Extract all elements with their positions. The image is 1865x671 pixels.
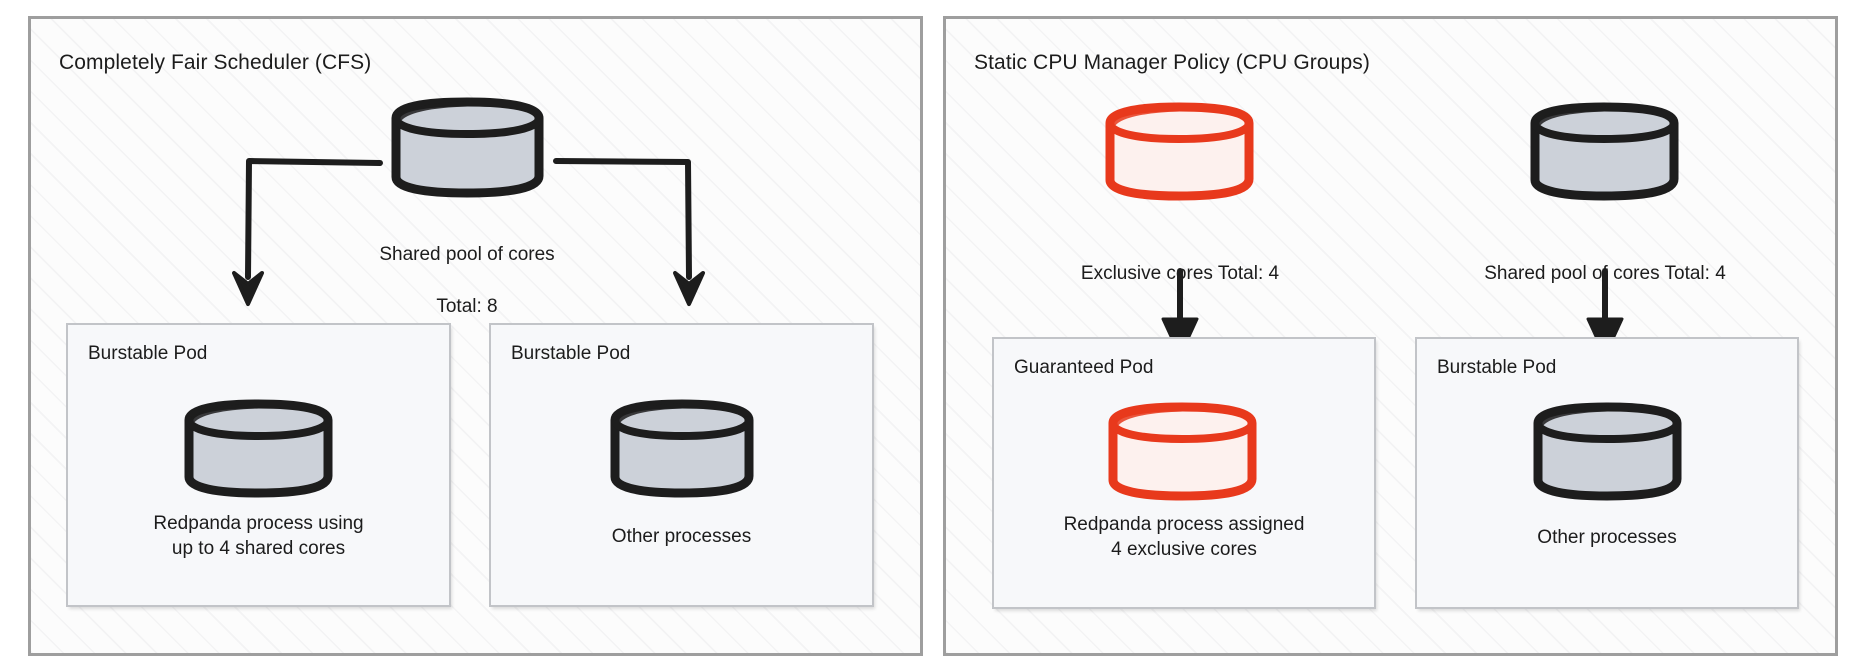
- pod-burstable-left-1-cylinder-icon: [184, 399, 333, 498]
- pod-guaranteed-cylinder-icon: [1108, 402, 1257, 501]
- exclusive-cores-caption-line1: Exclusive cores Total: 4: [1080, 263, 1280, 284]
- exclusive-cores-caption: Exclusive cores Total: 4: [1010, 235, 1350, 313]
- pod-burstable-left-1-title: Burstable Pod: [88, 343, 208, 364]
- shared-pool-right-cylinder-icon: [1530, 102, 1679, 201]
- pod-burstable-right-caption: Other processes: [1417, 525, 1797, 550]
- pod-burstable-left-1-caption-line1: Redpanda process using: [153, 513, 364, 534]
- shared-pool-caption-line1: Shared pool of cores: [379, 244, 555, 265]
- shared-pool-right-caption: Shared pool of cores Total: 4: [1435, 235, 1775, 313]
- pod-guaranteed-caption-line1: Redpanda process assigned: [1063, 514, 1305, 535]
- pod-guaranteed-title: Guaranteed Pod: [1014, 357, 1154, 378]
- exclusive-cores-cylinder-icon: [1105, 102, 1254, 201]
- pod-burstable-left-2-title: Burstable Pod: [511, 343, 631, 364]
- pod-burstable-right-caption-line1: Other processes: [1537, 527, 1677, 548]
- pod-guaranteed-caption-line2: 4 exclusive cores: [1111, 539, 1257, 560]
- shared-pool-right-caption-line1: Shared pool of cores Total: 4: [1484, 263, 1726, 284]
- panel-cfs-title: Completely Fair Scheduler (CFS): [59, 51, 372, 74]
- pod-burstable-left-2-cylinder-icon: [610, 399, 754, 498]
- pod-burstable-left-1-caption-line2: up to 4 shared cores: [171, 538, 346, 559]
- pod-burstable-left-1-caption: Redpanda process using up to 4 shared co…: [68, 511, 449, 561]
- pod-burstable-left-2-caption: Other processes: [491, 524, 872, 549]
- shared-pool-caption-line2: Total: 8: [436, 296, 498, 317]
- pod-burstable-right-title: Burstable Pod: [1437, 357, 1557, 378]
- shared-pool-caption: Shared pool of cores Total: 8: [322, 216, 612, 346]
- shared-pool-cylinder-icon: [391, 97, 544, 198]
- pod-burstable-left-2-caption-line1: Other processes: [611, 526, 752, 547]
- pod-burstable-right-cylinder-icon: [1533, 402, 1682, 501]
- pod-guaranteed-caption: Redpanda process assigned 4 exclusive co…: [994, 512, 1374, 562]
- panel-static-cpu-manager-title: Static CPU Manager Policy (CPU Groups): [974, 51, 1370, 74]
